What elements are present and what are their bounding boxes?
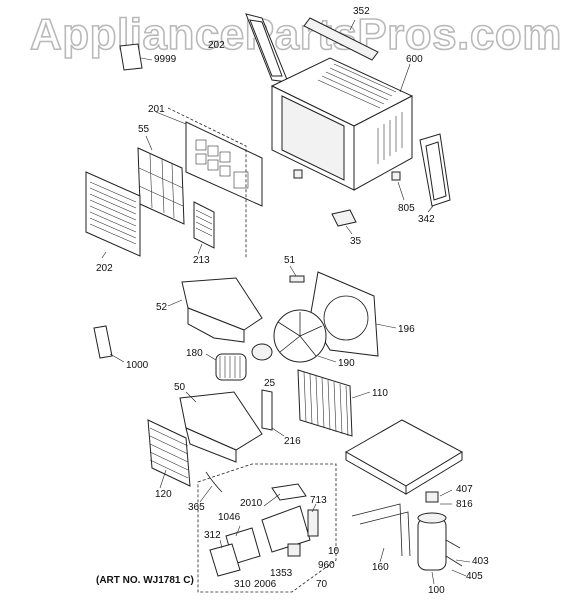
front-grille-part: [85, 171, 141, 259]
part-label: 2006: [254, 579, 277, 590]
part-label: 1000: [126, 360, 149, 371]
drain-hose-part: [199, 471, 223, 503]
part-label: 180: [186, 348, 203, 359]
part-label: 25: [264, 378, 276, 389]
part-label: 365: [188, 502, 205, 513]
part-label: 310: [234, 579, 251, 590]
watermark: AppliancePartsPros.com: [29, 9, 562, 60]
part-label: 201: [148, 104, 165, 115]
control-parts: [209, 483, 319, 577]
part-label: 100: [428, 585, 445, 596]
orifice-part: [309, 271, 397, 357]
part-label: 216: [284, 436, 301, 447]
evaporator-coil-part: [147, 419, 191, 489]
part-label: 1046: [218, 512, 241, 523]
part-label: 196: [398, 324, 415, 335]
part-label: 403: [472, 556, 489, 567]
part-label: 202: [208, 40, 225, 51]
part-label: 120: [155, 489, 172, 500]
part-label: 713: [310, 495, 327, 506]
filter-part: [137, 135, 185, 225]
part-label: 51: [284, 255, 296, 266]
bracket-parts: [293, 169, 405, 235]
part-label: 50: [174, 382, 186, 393]
remote-part: [93, 325, 125, 363]
part-label: 960: [318, 560, 335, 571]
part-label: 70: [316, 579, 328, 590]
clip-part: [289, 265, 305, 283]
fan-blade-part: [273, 309, 337, 363]
tag-part: [119, 43, 153, 71]
part-label: 35: [350, 236, 362, 247]
part-label: 2010: [240, 498, 263, 509]
part-label: 1353: [270, 568, 293, 579]
tubing-part: [351, 503, 411, 563]
part-label: 9999: [154, 54, 177, 65]
part-label: 55: [138, 124, 150, 135]
cabinet-part: [270, 57, 414, 191]
part-label: 110: [372, 388, 388, 399]
part-label: 407: [456, 484, 473, 495]
louver-part: [193, 201, 215, 255]
art-number-note: (ART NO. WJ1781 C): [96, 575, 194, 586]
part-label: 10: [328, 546, 340, 557]
motor-blower-part: [205, 343, 273, 381]
part-label: 160: [372, 562, 389, 573]
front-panel-part: [155, 107, 263, 258]
part-label: 352: [353, 6, 370, 17]
part-label: 312: [204, 530, 221, 541]
part-label: 202: [96, 263, 113, 274]
base-pan-part: [344, 419, 464, 495]
controls-group-box: [197, 463, 337, 593]
side-curtain-right-part: [419, 133, 451, 213]
condenser-coil-part: [297, 369, 371, 437]
shroud-part: [167, 277, 263, 343]
part-label: 190: [338, 358, 355, 369]
part-label: 405: [466, 571, 483, 582]
part-label: 816: [456, 499, 473, 510]
part-label: 52: [156, 302, 168, 313]
part-label: 342: [418, 214, 435, 225]
part-label: 600: [406, 54, 423, 65]
top-rail-part: [303, 17, 379, 61]
compressor-part: [417, 489, 471, 585]
part-label: 805: [398, 203, 415, 214]
side-curtain-left-part: [245, 13, 289, 83]
divider-part: [261, 389, 285, 437]
evaporator-housing-part: [179, 391, 263, 463]
part-label: 213: [193, 255, 210, 266]
